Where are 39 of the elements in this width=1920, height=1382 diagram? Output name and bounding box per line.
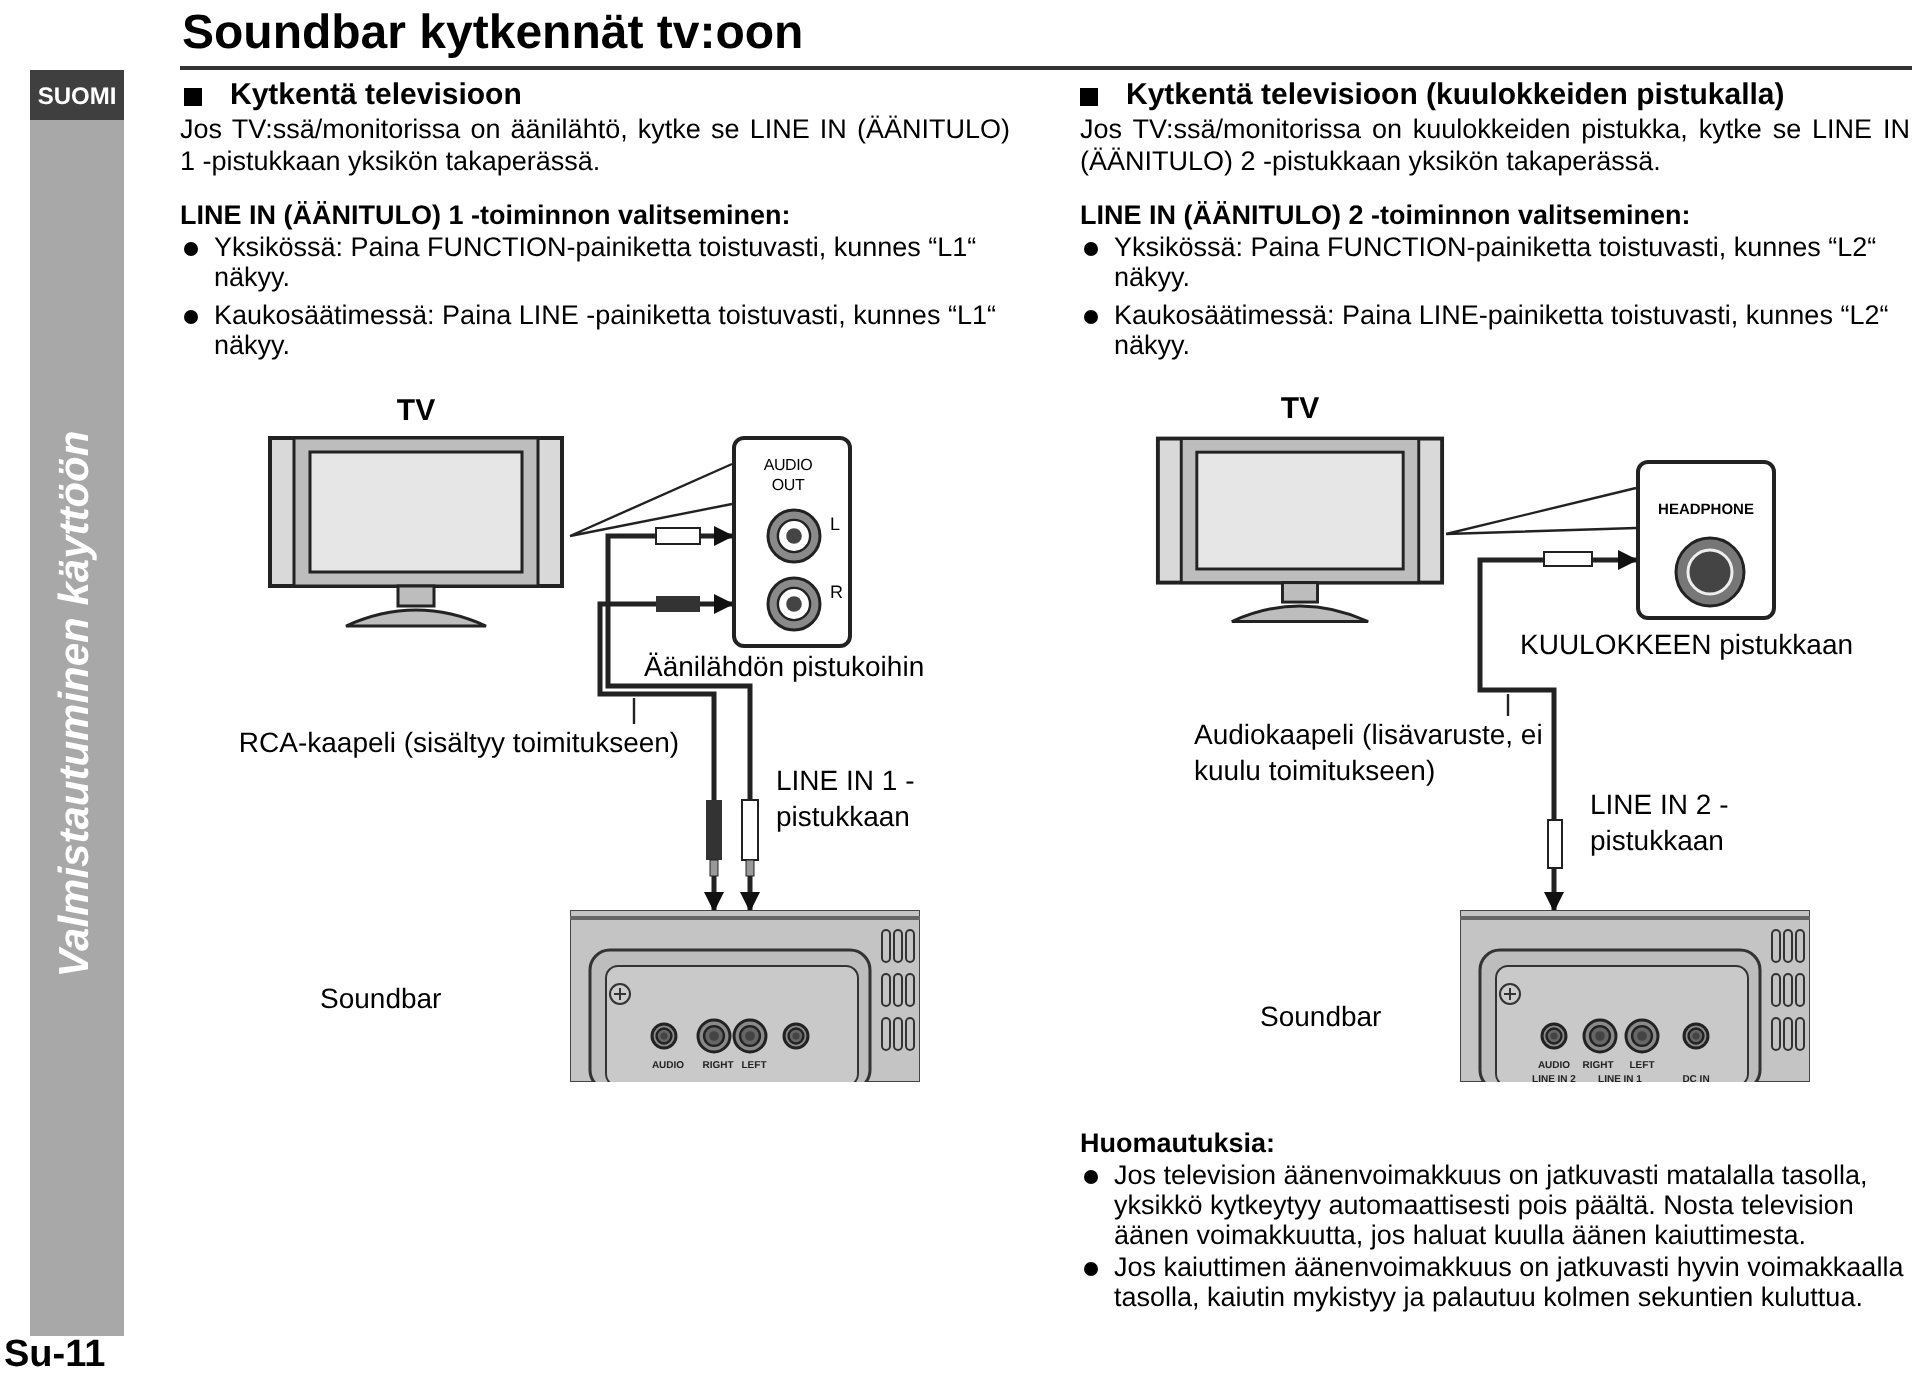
subheading: LINE IN (ÄÄNITULO) 1 -toiminnon valitseminen: — [180, 200, 793, 232]
connection-label: LINE IN 1 -pistukkaan — [776, 762, 917, 834]
cable — [605, 526, 760, 912]
connection-label: LINE IN 2 -pistukkaan — [1590, 786, 1731, 858]
jack-label: L — [830, 516, 841, 534]
connector-caption: Äänilähdön pistukoihin — [644, 648, 925, 684]
page-number: Su-11 — [4, 1336, 106, 1374]
paragraph: Jos TV:ssä/monitorissa on kuulokkeiden pistukka, kytke se LINE IN (ÄÄNITULO) 2 -pistukkaan yksikön takaperässä. — [1080, 114, 1910, 178]
jack-label: AUDIO OUT — [761, 456, 815, 496]
device-label: Soundbar — [1260, 1002, 1382, 1030]
paragraph: Jos TV:ssä/monitorissa on äänilähtö, kytke se LINE IN (ÄÄNITULO) 1 -pistukkaan yksikön takaperässä. — [180, 114, 1010, 178]
bullet-text: Jos kaiuttimen äänenvoimakkuus on jatkuvasti hyvin voimakkaalla tasolla, kaiutin mykistyy ja palautuu kolmen sekuntien kuluttua. — [1114, 1252, 1906, 1312]
page-title: Soundbar kytkennät tv:oon — [182, 4, 804, 64]
cable-label: Audiokaapeli (lisävaruste, ei kuulu toimitukseen) — [1194, 716, 1545, 788]
tv-label: TV — [1278, 394, 1322, 424]
bullet-text: Kaukosäätimessä: Paina LINE -painiketta toistuvasti, kunnes “L1“ näkyy. — [214, 300, 998, 360]
bullet-text: Yksikössä: Paina FUNCTION-painiketta toistuvasti, kunnes “L2“ näkyy. — [1114, 232, 1879, 292]
tv-label: TV — [394, 396, 438, 426]
section-heading: Kytkentä televisioon (kuulokkeiden pistukalla) — [1126, 78, 1785, 114]
section-tab-text: Valmistautuminen käyttöön — [52, 428, 100, 982]
leader-line — [1506, 694, 1510, 716]
cable-label: RCA-kaapeli (sisältyy toimitukseen) — [238, 724, 680, 760]
cable — [597, 594, 734, 912]
device-label: Soundbar — [320, 984, 442, 1012]
language-tab: SUOMI — [30, 70, 124, 120]
leader-line — [632, 698, 636, 724]
jack-label: R — [830, 584, 843, 602]
section-heading: Kytkentä televisioon — [230, 78, 522, 114]
bullet-text: Yksikössä: Paina FUNCTION-painiketta toistuvasti, kunnes “L1“ näkyy. — [214, 232, 979, 292]
subheading: LINE IN (ÄÄNITULO) 2 -toiminnon valitseminen: — [1080, 200, 1693, 232]
connector-caption: KUULOKKEEN pistukkaan — [1520, 626, 1854, 662]
cable — [1477, 550, 1638, 912]
callout-line — [1444, 486, 1638, 536]
bullet-text: Kaukosäätimessä: Paina LINE-painiketta toistuvasti, kunnes “L2“ näkyy. — [1114, 300, 1891, 360]
bullet-text: Jos television äänenvoimakkuus on jatkuvasti matalalla tasolla, yksikkö kytkeytyy automaattisesti pois päältä. Nosta television äänen voimakkuutta, jos haluat kuulla äänen kaiuttimesta. — [1114, 1160, 1870, 1250]
headphone-panel — [1636, 460, 1776, 620]
callout-line — [568, 462, 734, 538]
audio-out-panel — [732, 436, 852, 648]
subheading: Huomautuksia: — [1080, 1128, 1278, 1160]
